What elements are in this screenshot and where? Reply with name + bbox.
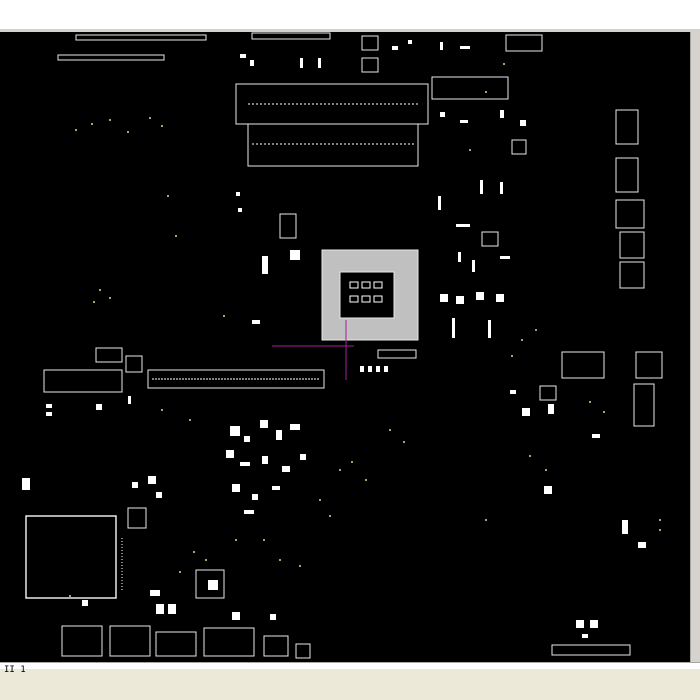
status-bar-highlight	[0, 663, 700, 669]
connector-bottom-right	[551, 644, 631, 656]
vertical-scrollbar[interactable]	[690, 32, 700, 662]
smd-pads	[22, 40, 646, 638]
status-bar: II 1	[0, 662, 700, 700]
status-text: II 1	[4, 665, 26, 675]
connector-left	[43, 369, 123, 393]
right-side-components	[127, 35, 663, 599]
board-view-canvas[interactable]	[0, 32, 700, 662]
dimm-connector-right	[431, 76, 509, 100]
bottom-connectors	[61, 625, 311, 659]
net-highlight	[272, 320, 354, 380]
connector-top-left	[75, 34, 207, 41]
top-edge-connectors	[57, 32, 631, 656]
connector-top-left-2	[57, 54, 165, 61]
viewer-toolbar	[0, 0, 700, 30]
toolbar-separator	[0, 29, 700, 32]
vias	[69, 63, 661, 597]
pcb-board-drawing[interactable]	[0, 32, 700, 662]
connector-long	[147, 369, 325, 389]
connector-top-right	[505, 34, 543, 52]
cpu-socket	[321, 249, 419, 359]
bga-center	[339, 271, 395, 319]
cpu-cap-row	[377, 349, 417, 359]
chip-small-left	[95, 347, 123, 363]
connector-top-center	[251, 32, 331, 40]
dimm-slot-2	[247, 123, 419, 167]
memory-slots	[235, 76, 509, 167]
chip-small-left-2	[125, 355, 143, 373]
large-chip-bottom-left	[25, 515, 123, 599]
mid-connectors	[43, 347, 325, 393]
board-background	[0, 32, 700, 662]
